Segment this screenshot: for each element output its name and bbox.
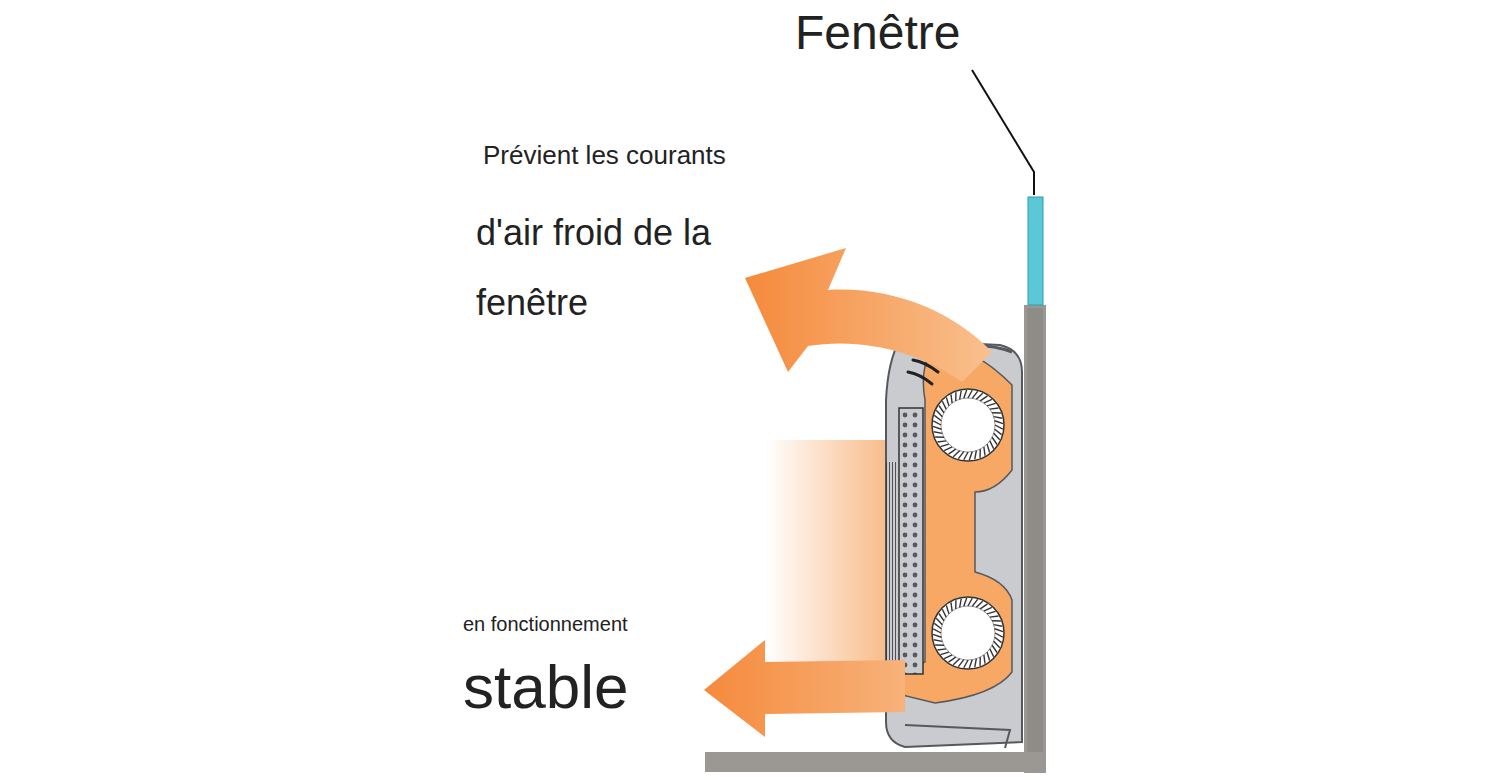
fan-blade (987, 611, 995, 614)
fan-blade (984, 447, 985, 456)
fan-blade (964, 660, 968, 668)
fan-blade (948, 449, 955, 454)
note-text: stable (463, 650, 628, 724)
fan-blade (995, 429, 1002, 434)
housing-foot (905, 725, 1010, 748)
fan-blade (992, 620, 1001, 622)
intake-air (765, 440, 890, 680)
fan-blade (953, 659, 959, 665)
fan-blade (994, 641, 1000, 647)
fan-blade (958, 660, 963, 667)
fan-blade (944, 655, 952, 659)
fan (932, 389, 1004, 669)
fan-blade (951, 394, 952, 403)
fan-blade (969, 452, 972, 460)
fan-blade (964, 390, 967, 398)
fan-blade (990, 441, 994, 449)
fan-blade (937, 649, 946, 650)
fan-blade (933, 634, 941, 637)
fan-blade (955, 392, 957, 401)
fan-blade (934, 640, 943, 642)
fan-blade (933, 426, 941, 429)
fan-blade (939, 613, 944, 620)
fan-blade (990, 408, 999, 409)
fan-blade (933, 629, 941, 633)
fan-blade (964, 452, 968, 460)
fan-blade (934, 415, 941, 420)
floor-air-arrow (704, 640, 905, 737)
fan-blade (984, 655, 985, 664)
unit-housing (886, 340, 1022, 747)
fan-blade (976, 393, 982, 399)
note-text: d'air froid de la fenêtre (476, 198, 716, 338)
wall (705, 305, 1046, 773)
window-glass (1028, 197, 1043, 305)
fan-blade (960, 599, 962, 608)
fan-blade (935, 644, 944, 646)
fan-blade (992, 412, 1001, 414)
fan-blade (987, 652, 990, 660)
fan-blade (933, 421, 941, 425)
fan-blade (936, 618, 942, 624)
fan-blade (942, 401, 946, 409)
fan-blade (992, 437, 997, 444)
fan-blade (937, 441, 946, 442)
fan-blade (960, 391, 962, 400)
fan-blade (990, 616, 999, 617)
fan-blade (987, 444, 990, 452)
fan-blade (969, 660, 972, 668)
heat-exchanger (899, 408, 923, 674)
note-text: en fonctionnement (463, 612, 628, 636)
fan-blade (968, 598, 972, 606)
fan-blade (975, 451, 977, 460)
fan-blade (935, 436, 944, 438)
fan-blade (934, 623, 941, 628)
fan-blade (955, 600, 957, 609)
fan-blade (995, 421, 1003, 424)
fan-blade (940, 652, 948, 655)
fan-blade (984, 399, 992, 403)
fan-blade (940, 444, 948, 447)
fan-blade (995, 637, 1002, 642)
fan-blade (994, 433, 1000, 439)
fan-blade (968, 390, 972, 398)
window-label: Fenêtre (795, 4, 960, 62)
intake-grille (886, 462, 898, 674)
fan-blade (972, 391, 977, 398)
fan-blade (975, 659, 977, 668)
fan-blade (972, 599, 977, 606)
fan-blade (994, 417, 1003, 419)
fan-blade (948, 657, 955, 662)
fan-blade (980, 396, 987, 401)
fan-blade (934, 432, 943, 434)
leader-line (972, 70, 1034, 195)
fan-blade (976, 601, 982, 607)
fan-blade (939, 405, 944, 412)
fan-blade (964, 598, 967, 606)
fan-blade (946, 397, 949, 405)
fan-blade (995, 425, 1003, 429)
fan-blade (953, 451, 959, 457)
fan-blade (995, 629, 1003, 632)
fan-blade (995, 633, 1003, 637)
fan-blade (979, 449, 981, 458)
fan-blade (944, 447, 952, 451)
warm-air-arrow (745, 248, 992, 382)
fan-blade (958, 452, 963, 459)
fan-blade (992, 645, 997, 652)
fan-blade (994, 625, 1003, 627)
fan-blade (984, 607, 992, 611)
fan-blade (990, 649, 994, 657)
fan-blade (942, 609, 946, 617)
fan-blade (980, 604, 987, 609)
fan-blade (979, 657, 981, 666)
fan-blade (936, 410, 942, 416)
fan-blade (946, 605, 949, 613)
fan-blade (987, 403, 995, 406)
note-text: Prévient les courants (483, 140, 726, 171)
fan-blade (951, 602, 952, 611)
